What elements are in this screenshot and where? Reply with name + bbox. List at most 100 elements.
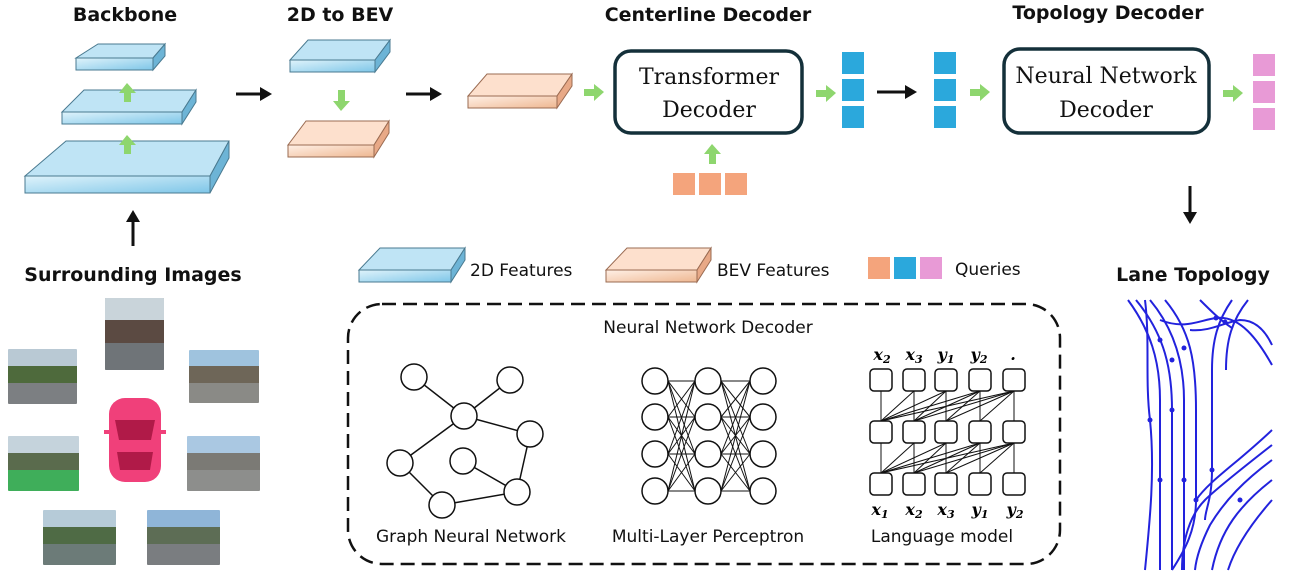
lm-edge [913,442,1015,474]
lm-token-node [902,368,926,392]
mlp-network [641,367,777,505]
lm-edge [913,442,947,474]
lm-top-token-2: x3 [904,345,923,366]
lm-bot-sub-1: 1 [881,508,889,521]
legend-2d-swatch [357,246,466,284]
lm-token-node [934,472,958,496]
lm-token-node [902,420,926,444]
lm-edge [880,442,915,474]
mlp-edge [667,380,696,492]
lm-bottom-token-5: y2 [1006,500,1024,521]
bev-feature-input [466,72,573,110]
mlp-node [749,403,777,431]
mlp-node [641,477,669,505]
lm-edge [945,390,981,422]
lm-token-node [869,420,893,444]
mlp-node [694,477,722,505]
arrow-bev-to-centerline [406,87,442,101]
camera-photo-front-right [189,350,259,403]
gnn-graph [386,363,544,519]
legend-queries-label: Queries [955,260,1021,280]
lm-bot-sub-4: 1 [981,508,989,521]
lm-edge [913,390,1015,422]
mlp-edge [667,380,696,418]
mlp-edge [667,416,696,492]
mlp-edge [720,416,751,492]
legend-query-blue [894,257,916,279]
feature-bev-output [287,119,390,159]
to-bev-title: 2D to BEV [287,4,394,26]
mlp-node [749,477,777,505]
legend-bev-swatch [604,246,712,284]
neural-network-decoder-block: Neural Network Decoder [1002,47,1211,135]
lm-edge [913,390,981,422]
lm-bottom-token-4: y1 [971,500,989,521]
lm-edge [979,390,1015,422]
legend-query-pink [920,257,942,279]
lane-topology-map [1127,299,1273,571]
mlp-node [641,403,669,431]
centerline-decoder-title: Centerline Decoder [605,4,812,26]
transformer-decoder-line1: Transformer [639,65,780,90]
lm-token-node [1002,472,1026,496]
camera-photo-back-center [147,510,220,565]
nn-decoder-line1: Neural Network [1015,64,1197,89]
mlp-edge [720,380,751,492]
feature-2d-top [74,42,167,72]
camera-photo-back-left [8,436,79,491]
mlp-edge [667,380,696,455]
mlp-edge [720,453,751,492]
lm-token-node [902,472,926,496]
lm-top-sub-1: 2 [882,353,891,366]
lm-token-node [1002,420,1026,444]
images-to-backbone-arrow [126,210,140,246]
language-model-network [869,368,1026,496]
green-right-arrow-icon [584,84,604,101]
lm-edge [979,442,1015,474]
green-right-arrow-icon [1223,85,1243,102]
lane-topology-nodes [1147,315,1243,503]
legend-2d-label: 2D Features [470,261,573,281]
legend-query-orange [868,257,890,279]
to-bev-stage [287,38,391,159]
pink-queries-output [1253,54,1275,130]
mlp-node [749,367,777,395]
topology-decoder-title: Topology Decoder [1012,2,1204,24]
lm-token-node [968,420,992,444]
lm-edge [913,442,981,474]
green-up-arrow-icon [704,144,721,164]
camera-photo-front [105,298,164,370]
lm-edge [913,390,947,422]
lm-bot-sub-3: 3 [947,508,955,521]
blue-queries-input [934,52,956,128]
camera-photo-back [43,510,116,565]
mlp-label: Multi-Layer Perceptron [612,527,804,547]
lm-bottom-token-3: x3 [936,500,955,521]
camera-photo-back-right [187,436,260,491]
transformer-decoder-block: Transformer Decoder [613,49,804,135]
feature-2d-bottom [23,140,230,194]
car-top-view-icon [104,398,166,482]
topology-to-lane-arrow [1183,186,1197,224]
mlp-node [694,367,722,395]
surrounding-images-title: Surrounding Images [24,264,241,286]
blue-queries-output [842,52,864,128]
lm-token-node [869,368,893,392]
lm-top-token-1: x2 [872,345,891,366]
lm-bottom-token-1: x1 [870,500,888,521]
lm-edge [880,390,915,422]
nn-panel-title: Neural Network Decoder [603,318,812,338]
lm-token-node [1002,368,1026,392]
mlp-edge [667,453,696,492]
lm-top-token-4: y2 [970,345,988,366]
lm-token-node [968,368,992,392]
lm-edge [945,442,981,474]
lm-top-sub-2: 3 [915,353,923,366]
arrow-backbone-to-bev [236,87,272,101]
backbone-title: Backbone [73,4,177,26]
lm-top-sub-3: 1 [947,353,955,366]
nn-decoder-line2: Decoder [1059,98,1153,123]
backbone-feature-stack [23,42,230,194]
green-right-arrow-icon [816,85,836,102]
